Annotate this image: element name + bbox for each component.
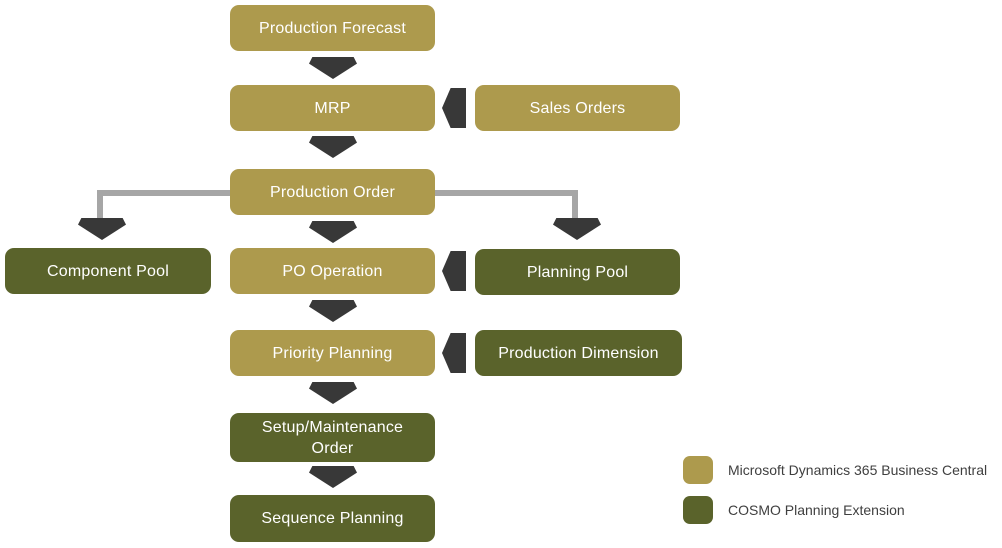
left-arrow-icon xyxy=(442,333,466,373)
node-component-pool: Component Pool xyxy=(5,248,211,294)
legend-label-cosmo: COSMO Planning Extension xyxy=(728,502,905,518)
node-production-order: Production Order xyxy=(230,169,435,215)
down-arrow-icon xyxy=(78,218,126,240)
connector-line xyxy=(97,190,230,196)
down-arrow-icon xyxy=(309,466,357,488)
down-arrow-icon xyxy=(309,221,357,243)
connector-line xyxy=(97,190,103,220)
legend-label-business-central: Microsoft Dynamics 365 Business Central xyxy=(728,462,988,478)
node-production-forecast: Production Forecast xyxy=(230,5,435,51)
node-planning-pool: Planning Pool xyxy=(475,249,680,295)
legend-swatch-cosmo xyxy=(683,496,713,524)
node-production-dimension: Production Dimension xyxy=(475,330,682,376)
left-arrow-icon xyxy=(442,88,466,128)
legend-swatch-business-central xyxy=(683,456,713,484)
down-arrow-icon xyxy=(553,218,601,240)
node-sales-orders: Sales Orders xyxy=(475,85,680,131)
connector-line xyxy=(572,190,578,220)
node-mrp: MRP xyxy=(230,85,435,131)
node-setup-maintenance-order: Setup/Maintenance Order xyxy=(230,413,435,462)
down-arrow-icon xyxy=(309,57,357,79)
node-po-operation: PO Operation xyxy=(230,248,435,294)
node-priority-planning: Priority Planning xyxy=(230,330,435,376)
node-sequence-planning: Sequence Planning xyxy=(230,495,435,542)
left-arrow-icon xyxy=(442,251,466,291)
down-arrow-icon xyxy=(309,300,357,322)
down-arrow-icon xyxy=(309,382,357,404)
down-arrow-icon xyxy=(309,136,357,158)
connector-line xyxy=(435,190,577,196)
